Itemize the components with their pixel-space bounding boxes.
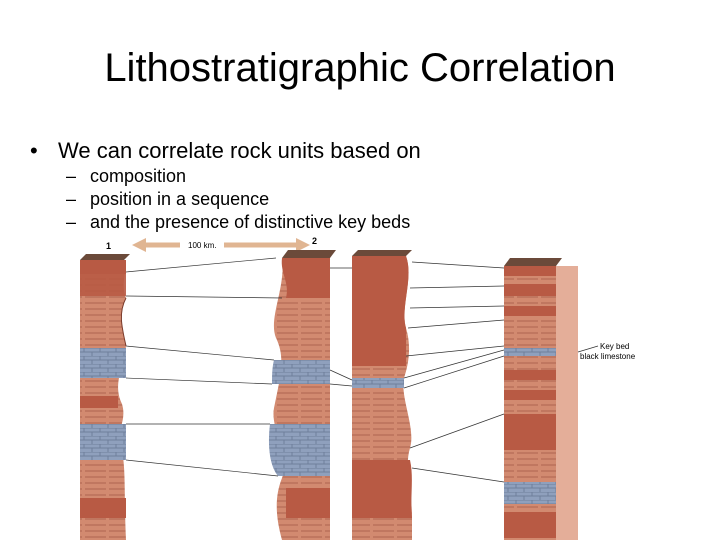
key-bed-sublabel: black limestone — [580, 352, 636, 361]
correlation-diagram: 1 2 100 km. — [80, 236, 636, 540]
sub-bullet-key-beds: –and the presence of distinctive key bed… — [66, 211, 410, 233]
column-2-limestone-upper — [272, 360, 330, 384]
sub-bullet-composition: –composition — [66, 165, 186, 187]
correlation-lines — [125, 257, 599, 483]
main-bullet-text: We can correlate rock units based on — [58, 138, 421, 163]
column-2-top — [282, 250, 336, 258]
key-bed-label: Key bed — [600, 342, 629, 351]
sub-bullet-position: –position in a sequence — [66, 188, 269, 210]
main-bullet: • We can correlate rock units based on — [30, 137, 421, 165]
dash-icon: – — [66, 166, 77, 186]
rock-column-3 — [352, 250, 412, 540]
column-3-top — [352, 250, 412, 256]
column-4-limestone-lower — [504, 482, 556, 504]
column-1-limestone-lower — [80, 424, 126, 460]
column-4-key-bed — [504, 348, 556, 356]
rock-column-2 — [268, 250, 336, 540]
rock-column-4 — [504, 258, 578, 540]
sub-bullet-text: and the presence of distinctive key beds — [90, 212, 411, 232]
sub-bullet-text: position in a sequence — [90, 189, 270, 209]
column-label-1: 1 — [106, 241, 111, 251]
sub-bullet-text: composition — [90, 166, 187, 186]
column-label-2: 2 — [312, 236, 317, 246]
column-4-top — [504, 258, 562, 266]
dash-icon: – — [66, 189, 77, 209]
bullet-dot-icon: • — [30, 138, 38, 163]
rock-column-1 — [80, 254, 130, 540]
distance-label-bg — [180, 238, 224, 252]
distance-label: 100 km. — [188, 241, 216, 250]
column-1-limestone-upper — [80, 348, 126, 378]
slide-title: Lithostratigraphic Correlation — [104, 46, 616, 90]
dash-icon: – — [66, 212, 77, 232]
column-1-top — [80, 254, 130, 260]
column-3-limestone — [352, 378, 404, 388]
column-2-limestone-lower — [268, 424, 330, 476]
